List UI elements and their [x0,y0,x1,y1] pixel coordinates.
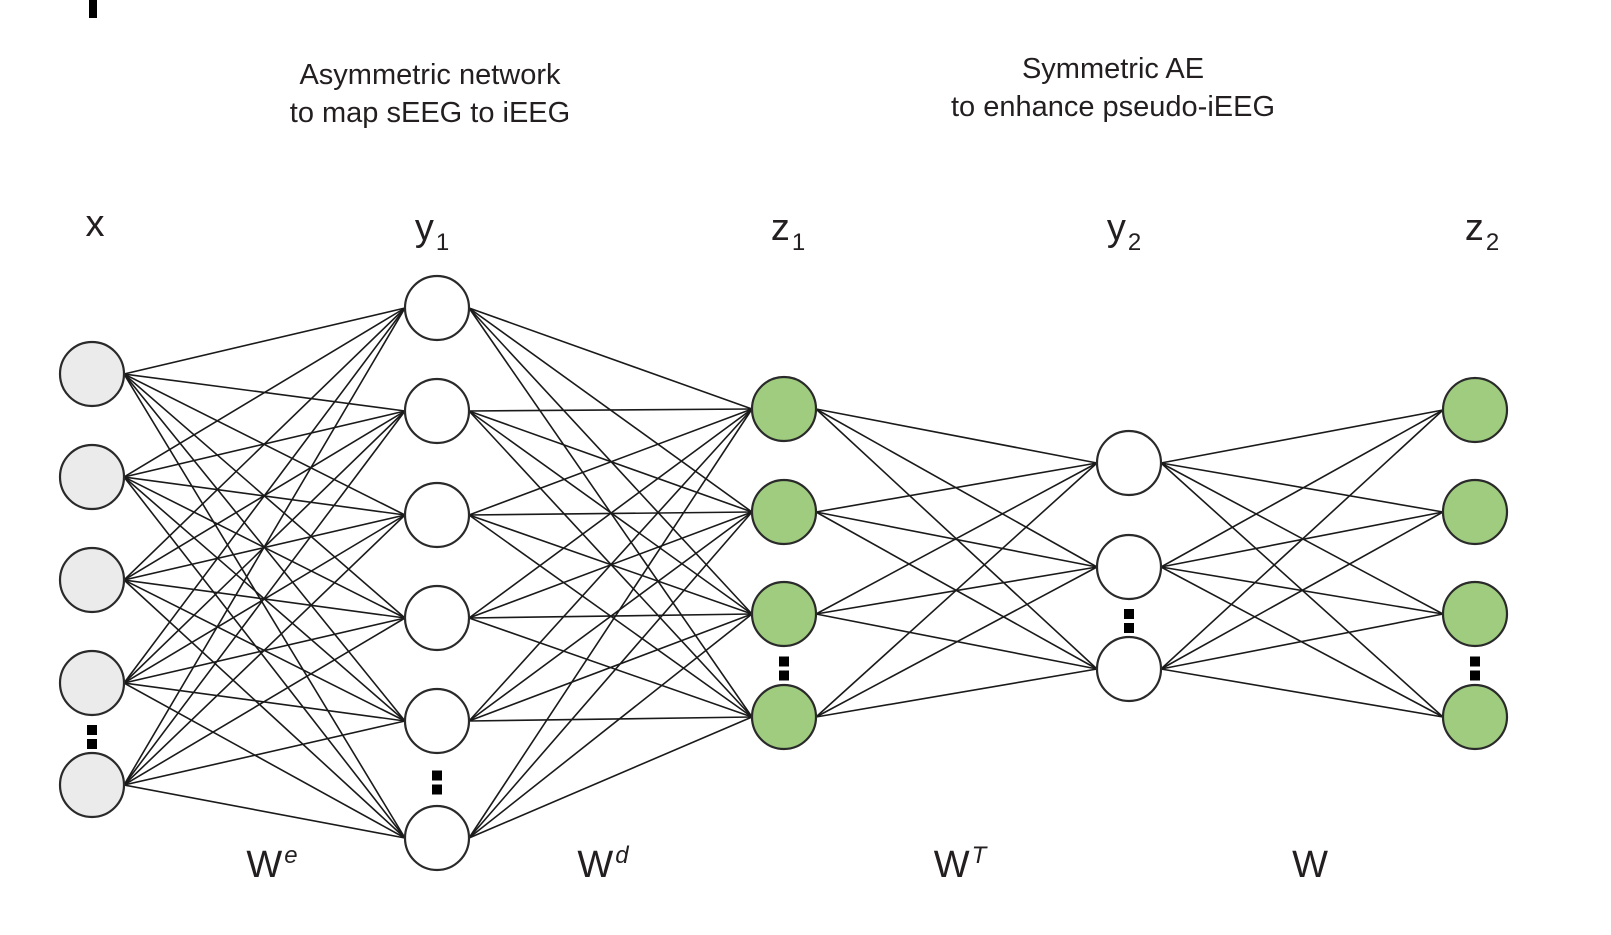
connection-x-0-y1-5 [123,373,406,839]
connection-y2-0-z2-1 [1160,462,1444,513]
connection-z1-1-y2-1 [815,511,1098,568]
node-y2-1 [1095,429,1163,497]
connection-y1-1-z1-2 [468,410,753,615]
connection-z1-3-y2-1 [815,566,1098,718]
node-y1-1 [403,274,471,342]
weight-label-1: We [246,842,297,886]
connection-x-1-y1-0 [123,307,406,478]
node-y1-6 [403,804,471,872]
connection-y1-5-z1-0 [468,408,753,839]
layer-label-y1: y1 [415,207,449,256]
ellipsis-dot-x-2 [87,739,97,749]
ellipsis-dot-y1-2 [432,784,442,795]
node-y2-3 [1095,635,1163,703]
layer-subscript-y2: 2 [1128,229,1141,256]
layer-subscript-y1: 1 [436,229,449,256]
connection-x-1-y1-5 [123,476,406,839]
node-z2-2 [1441,478,1509,546]
connection-y1-5-z1-3 [468,716,753,839]
connection-x-0-y1-0 [123,307,406,375]
symmetric-heading-line1: Symmetric AE [1022,53,1204,85]
connection-x-4-y1-0 [123,307,406,786]
node-z1-4 [750,683,818,751]
connection-y1-4-z1-2 [468,613,753,722]
connection-x-4-y1-1 [123,410,406,786]
node-x-1 [58,340,126,408]
node-x-5 [58,751,126,819]
layer-label-x: x [86,203,105,245]
node-z2-3 [1441,580,1509,648]
weight-label-4: W [1292,844,1328,886]
connection-z1-2-y2-0 [815,462,1098,615]
layer-label-z2: z2 [1465,207,1499,256]
node-z1-2 [750,478,818,546]
node-x-4 [58,649,126,717]
ellipsis-dot-z2-1 [1470,656,1480,667]
asymmetric-heading-line1: Asymmetric network [299,59,561,91]
weight-superscript-3: T [972,842,989,869]
connection-y2-2-z2-2 [1160,613,1444,670]
connection-z1-3-y2-0 [815,462,1098,718]
connection-y1-1-z1-0 [468,408,753,412]
connection-y2-1-z2-0 [1160,409,1444,568]
connection-y1-4-z1-3 [468,716,753,722]
ellipsis-dot-z1-1 [779,656,789,667]
weight-labels: We Wd WT W [246,842,1328,886]
layer-label-y2: y2 [1107,207,1141,256]
connection-y1-5-z1-1 [468,511,753,839]
connection-z1-3-y2-2 [815,668,1098,718]
weight-label-2: Wd [577,842,629,886]
connection-x-3-y1-5 [123,682,406,839]
node-x-3 [58,546,126,614]
ellipsis-dot-z1-2 [779,670,789,681]
node-x-2 [58,443,126,511]
node-z1-3 [750,580,818,648]
connection-x-4-y1-3 [123,617,406,786]
connection-y2-2-z2-1 [1160,511,1444,670]
connection-y1-4-z1-0 [468,408,753,722]
connection-z1-0-y2-0 [815,408,1098,464]
ellipsis-dot-y2-1 [1124,609,1134,619]
connection-x-3-y1-0 [123,307,406,684]
layer-subscript-z2: 2 [1486,229,1499,256]
node-y1-5 [403,687,471,755]
node-z2-1 [1441,376,1509,444]
panel-marker [89,0,97,18]
connection-x-4-y1-4 [123,720,406,786]
node-z2-4 [1441,683,1509,751]
symmetric-heading-line2: to enhance pseudo-iEEG [951,91,1275,123]
layer-subscript-z1: 1 [792,229,805,256]
ellipsis-dot-z2-2 [1470,670,1480,681]
connection-y1-5-z1-2 [468,613,753,839]
weight-superscript-1: e [284,842,297,869]
ellipsis-dot-x-1 [87,725,97,735]
connection-y2-0-z2-0 [1160,409,1444,464]
connection-y1-2-z1-0 [468,408,753,516]
node-y1-3 [403,481,471,549]
node-z1-1 [750,375,818,443]
connection-x-2-y1-0 [123,307,406,581]
connection-x-2-y1-5 [123,579,406,839]
weight-label-3: WT [934,842,989,886]
connection-y1-4-z1-1 [468,511,753,722]
weight-superscript-2: d [615,842,629,869]
asymmetric-heading-line2: to map sEEG to iEEG [290,97,570,129]
connection-y2-2-z2-3 [1160,668,1444,718]
connection-y1-3-z1-0 [468,408,753,619]
connection-y2-2-z2-0 [1160,409,1444,670]
connections [123,307,1444,839]
layer-label-z1: z1 [771,207,805,256]
connection-z1-1-y2-0 [815,462,1098,513]
node-y1-4 [403,584,471,652]
connection-y1-0-z1-0 [468,307,753,410]
connection-x-4-y1-2 [123,514,406,786]
layer-labels: x y1 z1 y2 z2 [86,203,1500,256]
ellipsis-dot-y2-2 [1124,623,1134,633]
ellipsis-dot-y1-1 [432,770,442,781]
node-y1-2 [403,377,471,445]
node-y2-2 [1095,533,1163,601]
neurons [58,274,1509,872]
connection-x-4-y1-5 [123,784,406,839]
